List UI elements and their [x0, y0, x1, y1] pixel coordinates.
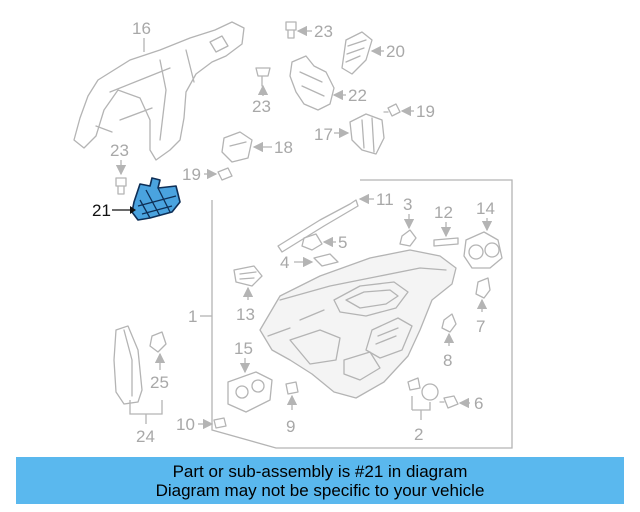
banner-line-part: Part or sub-assembly is #21 in diagram [172, 461, 468, 481]
callout-24: 24 [136, 427, 155, 446]
part-17-bracket [349, 113, 385, 155]
banner-line-disclaimer: Diagram may not be specific to your vehi… [155, 480, 485, 500]
callout-20: 20 [386, 42, 405, 61]
callout-18: 18 [274, 138, 293, 157]
part-20-vent [341, 31, 373, 75]
callout-13: 13 [236, 305, 255, 324]
part-2-switch [407, 377, 439, 401]
leader-21-arrow [130, 206, 136, 214]
callout-9: 9 [286, 417, 295, 436]
part-6-screw [439, 395, 459, 409]
part-4-bracket [313, 253, 339, 267]
callout-21: 21 [92, 201, 111, 220]
callout-19-upper: 19 [416, 102, 435, 121]
callout-2: 2 [414, 425, 423, 444]
part-21-highlighted-duct [131, 177, 181, 221]
callout-10: 10 [176, 415, 195, 434]
part-24-side-cover [113, 325, 143, 405]
part-7-bracket [475, 277, 491, 299]
callout-4: 4 [280, 253, 289, 272]
part-18-bracket [221, 131, 253, 163]
callout-19-lower: 19 [182, 165, 201, 184]
callout-17: 17 [314, 125, 333, 144]
callout-15: 15 [234, 339, 253, 358]
part-5-clip [301, 233, 323, 251]
part-22-bracket [289, 55, 335, 111]
part-10-fastener [213, 417, 227, 429]
part-9-clip [285, 381, 299, 395]
part-23-clip-mid [255, 67, 271, 87]
leader-24 [129, 400, 163, 424]
callout-23-top: 23 [314, 22, 333, 41]
part-19-screw-upper [383, 103, 401, 117]
part-15-switch-panel [227, 371, 273, 413]
part-8-bracket [441, 313, 457, 333]
part-14-vent [463, 231, 503, 269]
callout-1: 1 [188, 307, 197, 326]
part-19-screw-lower [217, 167, 233, 181]
callout-6: 6 [474, 394, 483, 413]
callout-12: 12 [434, 203, 453, 222]
part-3-bracket [399, 229, 417, 247]
callout-11: 11 [376, 190, 394, 209]
info-banner: Part or sub-assembly is #21 in diagram D… [16, 457, 624, 504]
part-16-support-beam [73, 21, 245, 161]
callout-16: 16 [132, 19, 151, 38]
callout-7: 7 [476, 317, 485, 336]
part-23-clip-top [285, 21, 297, 39]
callout-8: 8 [443, 351, 452, 370]
callout-23-mid: 23 [252, 97, 271, 116]
callout-22: 22 [348, 86, 367, 105]
leader-2 [411, 396, 431, 420]
callout-23-lower: 23 [110, 141, 129, 160]
part-13-vent [233, 265, 263, 287]
part-11-trim-strip [277, 199, 359, 253]
callout-3: 3 [403, 195, 412, 214]
callout-25: 25 [150, 373, 169, 392]
callout-14: 14 [476, 199, 495, 218]
bracket-1-outline [211, 179, 513, 449]
part-12-panel [433, 237, 459, 247]
callout-5: 5 [338, 233, 347, 252]
parts-diagram: 16 23 20 23 22 19 17 18 [73, 19, 513, 449]
part-23-clip-lower [115, 177, 127, 195]
part-1-instrument-panel [259, 249, 457, 399]
part-25-clip [149, 331, 167, 353]
